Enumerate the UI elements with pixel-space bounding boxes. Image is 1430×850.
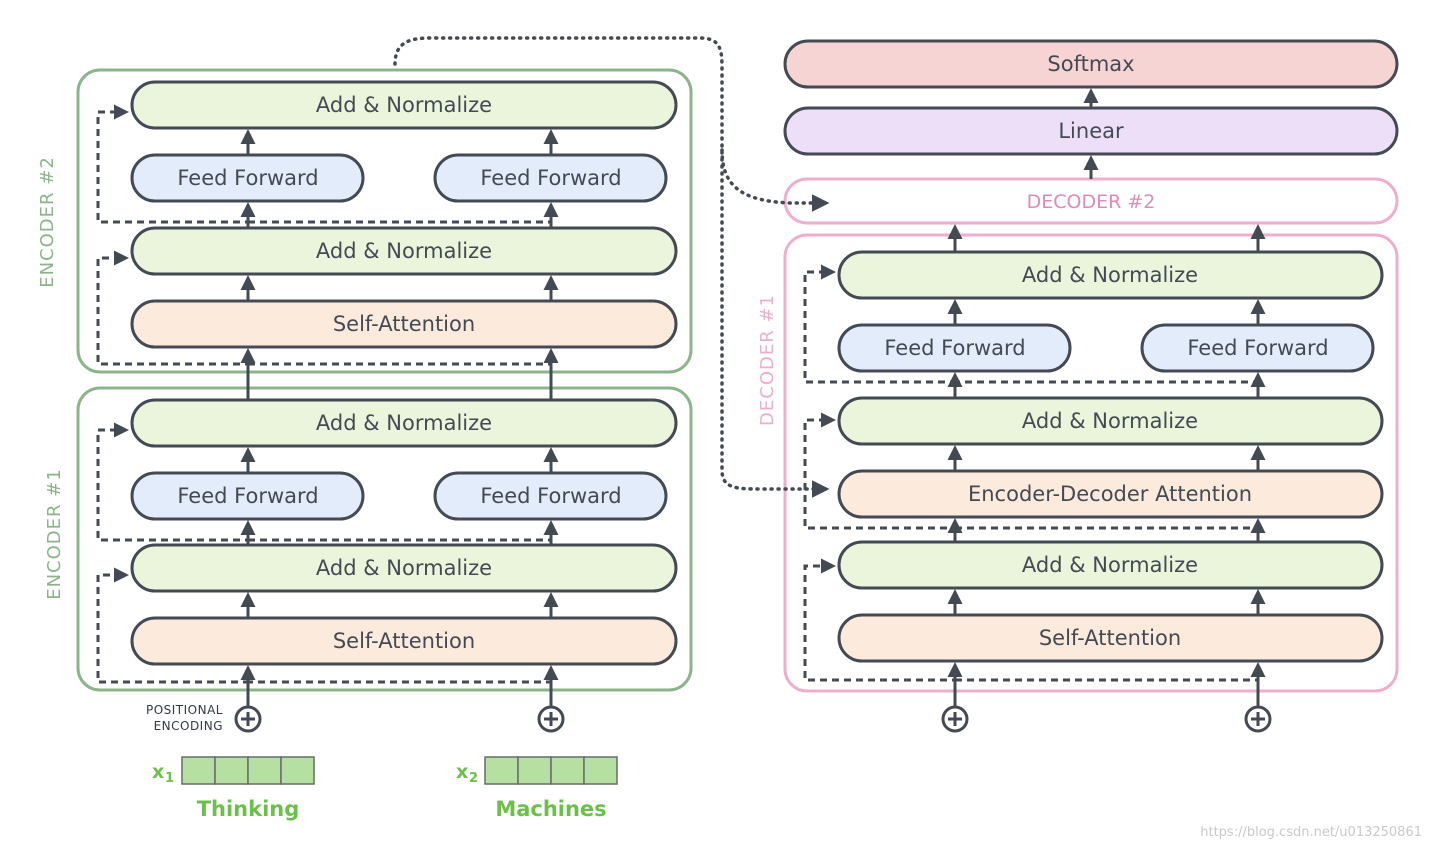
- decoder1-feed-forward-right-label: Feed Forward: [1187, 336, 1328, 360]
- encoder1-add-normalize-bottom-label: Add & Normalize: [316, 556, 492, 580]
- encoder2-add-normalize-top: [130, 80, 678, 130]
- decoder1-add-normalize-middle: [837, 396, 1384, 446]
- encoder1-frame: [76, 386, 693, 692]
- x2-subscript: 2: [469, 771, 478, 786]
- encoder2-add-normalize-bottom-label: Add & Normalize: [316, 239, 492, 263]
- encoder1-add-normalize-top-label: Add & Normalize: [316, 411, 492, 435]
- decoder1-add-normalize-top-label: Add & Normalize: [1022, 263, 1198, 287]
- decoder1-self-attention-label: Self-Attention: [1039, 626, 1181, 650]
- decoder1-encoder-decoder-attention: [837, 469, 1384, 519]
- positional-encoding-label-line1: POSITIONAL: [146, 703, 223, 717]
- x2-label: x: [456, 761, 468, 783]
- x1-vector: [181, 756, 315, 785]
- softmax-label: Softmax: [1047, 52, 1134, 76]
- x2-vector: [484, 756, 618, 785]
- decoder-residual-connections: [803, 264, 1260, 682]
- decoder1-feed-forward-left-label: Feed Forward: [884, 336, 1025, 360]
- word-machines: Machines: [495, 797, 606, 821]
- decoder1-encoder-decoder-attention-label: Encoder-Decoder Attention: [968, 482, 1252, 506]
- decoder2-label: DECODER #2: [1027, 191, 1156, 213]
- positional-encoding-label-line2: ENCODING: [154, 719, 223, 733]
- x1-subscript: 1: [165, 771, 174, 786]
- decoder1-add-normalize-bottom-label: Add & Normalize: [1022, 553, 1198, 577]
- encoder2-feed-forward-right-label: Feed Forward: [480, 166, 621, 190]
- decoder1-add-normalize-bottom: [837, 540, 1384, 590]
- encoder2-feed-forward-left-label: Feed Forward: [177, 166, 318, 190]
- encoder1-feed-forward-left-label: Feed Forward: [177, 484, 318, 508]
- decoder1-frame: [783, 233, 1399, 693]
- encoder2-label: ENCODER #2: [37, 156, 58, 288]
- decoder-input-plus-left: [941, 705, 969, 733]
- encoder1-feed-forward-right-label: Feed Forward: [480, 484, 621, 508]
- encoder1-self-attention-label: Self-Attention: [333, 629, 475, 653]
- encoder1-label: ENCODER #1: [44, 468, 65, 600]
- encoder2-self-attention: [130, 299, 678, 349]
- encoder1-add-normalize-bottom: [130, 543, 678, 593]
- encoder2-frame: [76, 68, 693, 374]
- x1-label: x: [152, 761, 164, 783]
- linear-label: Linear: [1058, 119, 1124, 143]
- encoder1-add-normalize-top: [130, 398, 678, 448]
- decoder1-label: DECODER #1: [757, 294, 778, 426]
- encoder-output-connection: [393, 36, 830, 498]
- decoder-input-plus-right: [1244, 705, 1272, 733]
- decoder1-add-normalize-top: [837, 250, 1384, 300]
- word-thinking: Thinking: [197, 797, 300, 821]
- encoder2-add-normalize-top-label: Add & Normalize: [316, 93, 492, 117]
- softmax-block: [783, 39, 1399, 89]
- decoder1-add-normalize-middle-label: Add & Normalize: [1022, 409, 1198, 433]
- positional-encoding-right: [537, 705, 565, 733]
- watermark-text: https://blog.csdn.net/u013250861: [1200, 825, 1422, 840]
- encoder-residual-connections: [96, 104, 553, 684]
- encoder2-add-normalize-bottom: [130, 226, 678, 276]
- encoder1-self-attention: [130, 616, 678, 666]
- positional-encoding-left: [234, 705, 262, 733]
- encoder2-self-attention-label: Self-Attention: [333, 312, 475, 336]
- decoder1-self-attention: [837, 613, 1384, 663]
